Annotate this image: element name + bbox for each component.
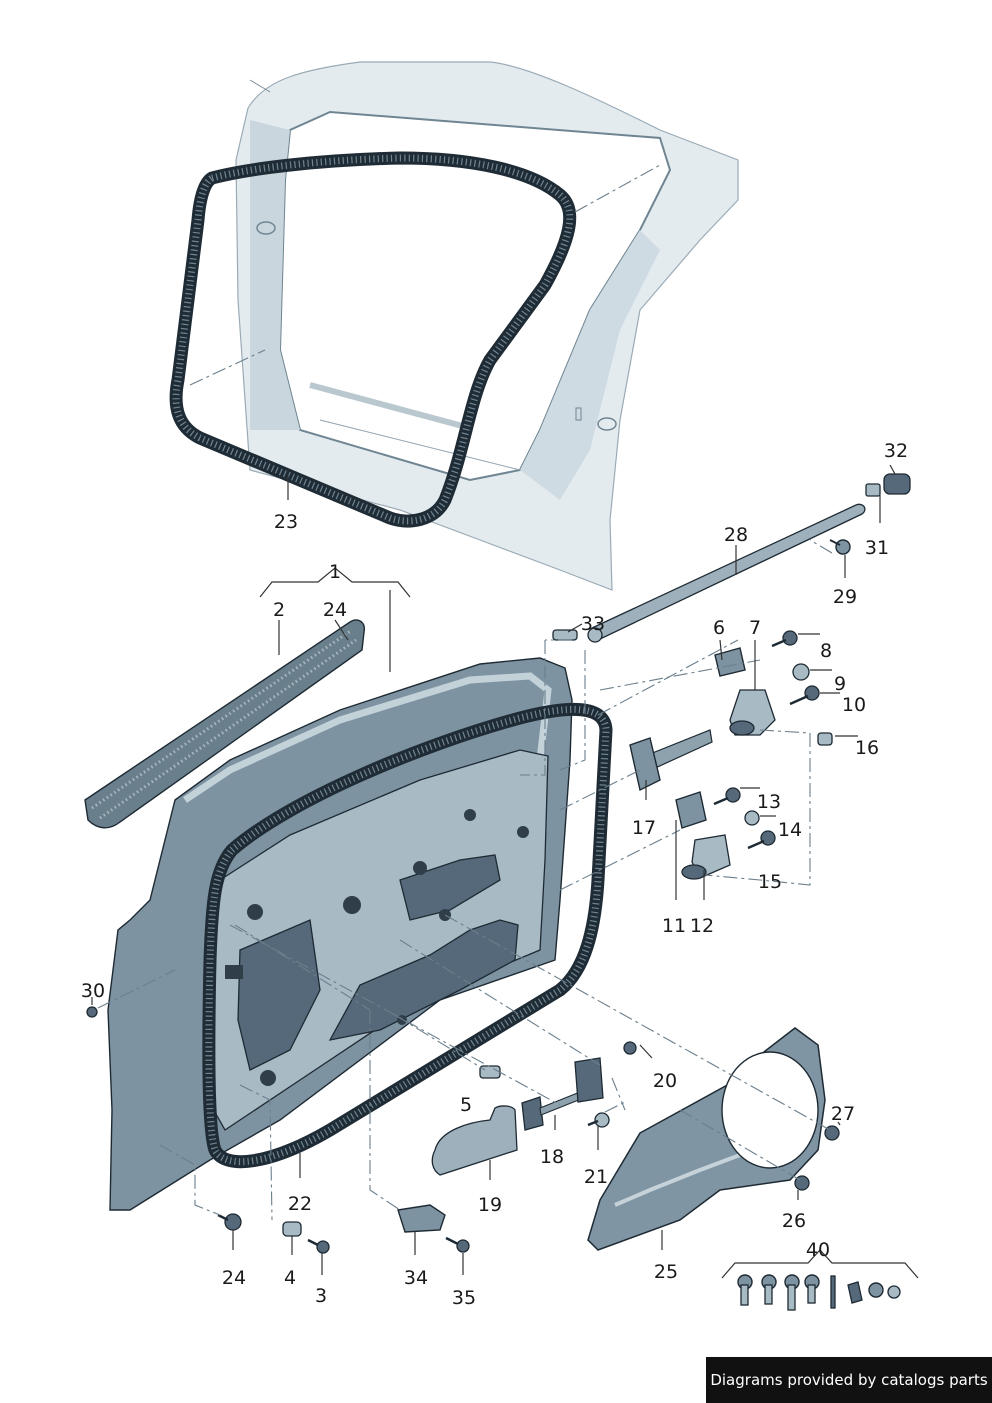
label-20: 20 (653, 1070, 677, 1092)
credit-text: Diagrams provided by catalogs parts (710, 1371, 988, 1389)
label-31: 31 (865, 537, 889, 559)
label-32: 32 (884, 440, 908, 462)
label-24-bottom: 24 (222, 1267, 246, 1289)
label-15: 15 (758, 871, 782, 893)
label-11: 11 (662, 915, 686, 937)
label-7: 7 (749, 617, 761, 639)
door-shell (107, 657, 613, 1211)
label-1: 1 (329, 561, 341, 583)
label-2: 2 (273, 599, 285, 621)
label-25: 25 (654, 1261, 678, 1283)
leader-lines (91, 464, 919, 1279)
label-5: 5 (460, 1094, 472, 1116)
part-labels: 1 2 24 23 28 29 31 32 33 6 7 8 9 10 16 1… (81, 440, 908, 1309)
fastener-assortment (737, 1274, 901, 1311)
label-14: 14 (778, 819, 802, 841)
label-9: 9 (834, 673, 846, 695)
label-8: 8 (820, 640, 832, 662)
label-21: 21 (584, 1166, 608, 1188)
label-35: 35 (452, 1287, 476, 1309)
label-4: 4 (284, 1267, 296, 1289)
label-3: 3 (315, 1285, 327, 1307)
label-23: 23 (274, 511, 298, 533)
label-22: 22 (288, 1193, 312, 1215)
label-6: 6 (713, 617, 725, 639)
label-34: 34 (404, 1267, 428, 1289)
hinge-hardware (552, 473, 911, 880)
label-19: 19 (478, 1194, 502, 1216)
label-28: 28 (724, 524, 748, 546)
label-26: 26 (782, 1210, 806, 1232)
window-channel-strip (84, 619, 365, 829)
label-33: 33 (581, 613, 605, 635)
label-10: 10 (842, 694, 866, 716)
car-body-shell (169, 61, 739, 591)
catalog-credit-badge: Diagrams provided by catalogs parts (706, 1357, 992, 1403)
label-30: 30 (81, 980, 105, 1002)
label-16: 16 (855, 737, 879, 759)
label-40: 40 (806, 1239, 830, 1261)
label-24-top: 24 (323, 599, 347, 621)
label-13: 13 (757, 791, 781, 813)
label-17: 17 (632, 817, 656, 839)
label-27: 27 (831, 1103, 855, 1125)
label-12: 12 (690, 915, 714, 937)
assembly-lines (97, 539, 833, 1221)
label-29: 29 (833, 586, 857, 608)
label-18: 18 (540, 1146, 564, 1168)
